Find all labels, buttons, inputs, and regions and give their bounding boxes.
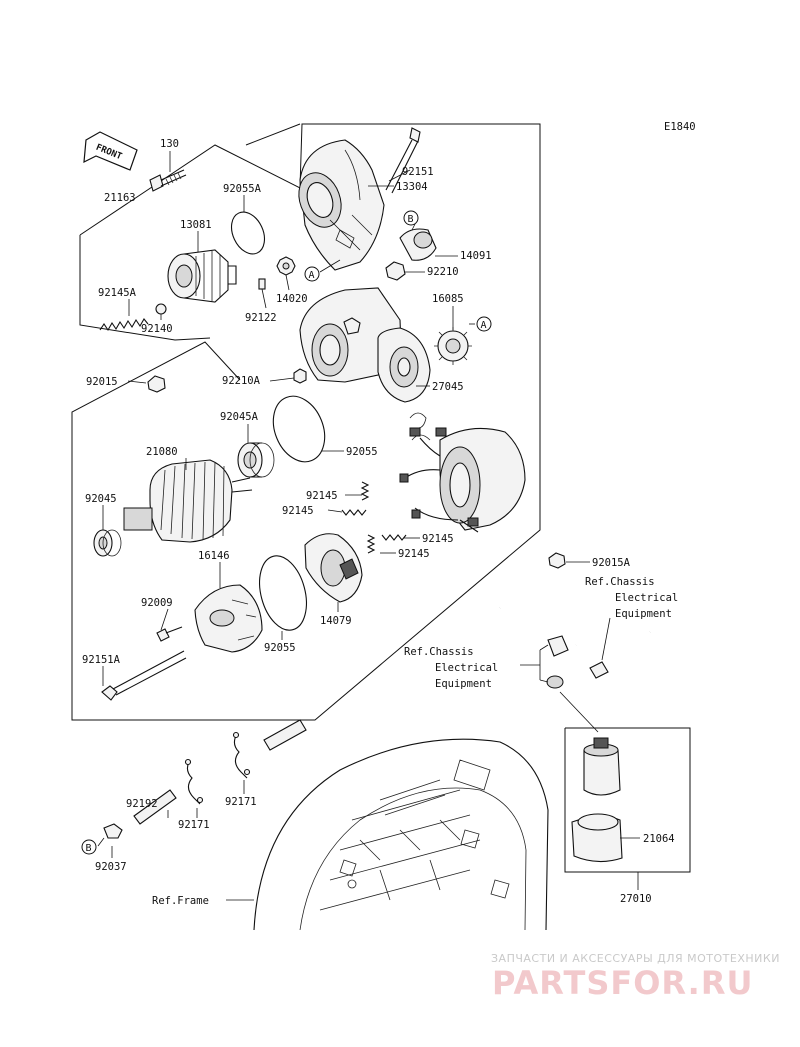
spring-92145a-icon <box>99 318 149 332</box>
label-92192: 92192 <box>126 798 158 810</box>
label-92171-a: 92171 <box>178 819 210 831</box>
label-92055-lower: 92055 <box>264 642 296 654</box>
label-16085: 16085 <box>432 293 464 305</box>
frame-outline-icon <box>253 738 549 931</box>
ref-chassis-2-line3: Equipment <box>435 678 492 690</box>
gear-14020-icon <box>276 256 296 276</box>
label-92009: 92009 <box>141 597 173 609</box>
callout-a-1-icon: A <box>304 266 320 282</box>
nut-92015-icon <box>147 375 166 393</box>
o-ring-92055a-icon <box>230 211 266 255</box>
label-92145-b: 92145 <box>282 505 314 517</box>
label-21064: 21064 <box>643 833 675 845</box>
svg-text:A: A <box>481 320 487 331</box>
label-92045: 92045 <box>85 493 117 505</box>
label-92145a: 92145A <box>98 287 137 299</box>
label-14020: 14020 <box>276 293 308 305</box>
watermark: ЗАПЧАСТИ И АКСЕССУАРЫ ДЛЯ МОТОТЕХНИКИ PA… <box>491 952 780 1002</box>
label-92210a: 92210A <box>222 375 261 387</box>
ref-frame-label: Ref.Frame <box>152 895 209 907</box>
ref-chassis-2-line2: Electrical <box>435 662 498 674</box>
front-housing-13304-icon <box>298 139 385 271</box>
bolt-92151-icon <box>385 127 421 194</box>
end-cover-16146-icon <box>194 584 263 653</box>
label-92015: 92015 <box>86 376 118 388</box>
label-92151: 92151 <box>402 166 434 178</box>
label-92037: 92037 <box>95 861 127 873</box>
brush-holder-14079-icon <box>304 533 363 603</box>
watermark-tagline: ЗАПЧАСТИ И АКСЕССУАРЫ ДЛЯ МОТОТЕХНИКИ <box>491 952 780 965</box>
spring-92145-c-icon <box>381 534 407 541</box>
label-21080: 21080 <box>146 446 178 458</box>
label-92122: 92122 <box>245 312 277 324</box>
label-92145-c: 92145 <box>422 533 454 545</box>
clamp-92171-icon <box>184 731 251 805</box>
label-92055a: 92055A <box>223 183 262 195</box>
screw-92009-icon <box>156 626 183 642</box>
label-13081: 13081 <box>180 219 212 231</box>
label-92140: 92140 <box>141 323 173 335</box>
pin-92122-icon <box>258 278 266 290</box>
ref-chassis-1-line2: Electrical <box>615 592 678 604</box>
collar-92192-icon <box>133 719 307 825</box>
housing-27045-icon <box>299 287 431 403</box>
label-14091: 14091 <box>460 250 492 262</box>
nut-92210a-icon <box>293 368 307 384</box>
starter-relay-27010-icon <box>571 737 623 863</box>
label-14079: 14079 <box>320 615 352 627</box>
ref-chassis-2-line1: Ref.Chassis <box>404 646 474 658</box>
label-92015a: 92015A <box>592 557 631 569</box>
drive-gear-13081-icon <box>167 249 237 303</box>
label-92171-b: 92171 <box>225 796 257 808</box>
label-27045: 27045 <box>432 381 464 393</box>
label-27010: 27010 <box>620 893 652 905</box>
callout-b-1-icon: B <box>403 210 419 226</box>
bearing-92045a-icon <box>237 442 275 478</box>
battery-cables-icon <box>498 590 652 689</box>
ref-chassis-1-line3: Equipment <box>615 608 672 620</box>
cap-14091-icon <box>399 228 437 261</box>
label-92210: 92210 <box>427 266 459 278</box>
spring-92145-a-icon <box>360 481 370 501</box>
label-16146: 16146 <box>198 550 230 562</box>
nut-92015a-icon <box>548 552 566 569</box>
yoke-assembly-icon <box>399 412 526 533</box>
o-ring-92055-upper-icon <box>272 395 326 463</box>
svg-text:A: A <box>309 270 315 281</box>
ball-92140-icon <box>155 303 167 315</box>
bearing-92045-icon <box>93 529 122 557</box>
spring-92145-b-icon <box>341 509 367 516</box>
bolt-92151a-icon <box>101 650 187 701</box>
label-92045a: 92045A <box>220 411 259 423</box>
part-labels: 130 21163 92055A 92151 13304 13081 14091… <box>82 138 678 907</box>
svg-text:B: B <box>408 214 414 225</box>
spring-92145-d-icon <box>366 534 376 554</box>
label-130: 130 <box>160 138 179 150</box>
callout-b-2-icon: B <box>81 839 97 855</box>
o-ring-92055-lower-icon <box>259 555 307 631</box>
front-arrow-icon: FRONT <box>83 131 138 171</box>
label-92055-upper: 92055 <box>346 446 378 458</box>
nut-92210-icon <box>385 261 406 281</box>
label-21163: 21163 <box>104 192 136 204</box>
watermark-brand: PARTSFOR.RU <box>492 964 753 1002</box>
assembly-outline <box>71 123 691 873</box>
label-92151a: 92151A <box>82 654 121 666</box>
ref-chassis-1-line1: Ref.Chassis <box>585 576 655 588</box>
diagram-code: E1840 <box>664 121 696 133</box>
callout-a-2-icon: A <box>476 316 492 332</box>
leader-lines <box>97 151 640 901</box>
svg-text:B: B <box>86 843 92 854</box>
clip-92037-icon <box>103 823 123 839</box>
label-13304: 13304 <box>396 181 428 193</box>
bolt-130-icon <box>149 169 187 192</box>
label-92145-d: 92145 <box>398 548 430 560</box>
armature-21080-icon <box>123 459 253 543</box>
gear-16085-icon <box>434 327 472 365</box>
label-92145-a: 92145 <box>306 490 338 502</box>
